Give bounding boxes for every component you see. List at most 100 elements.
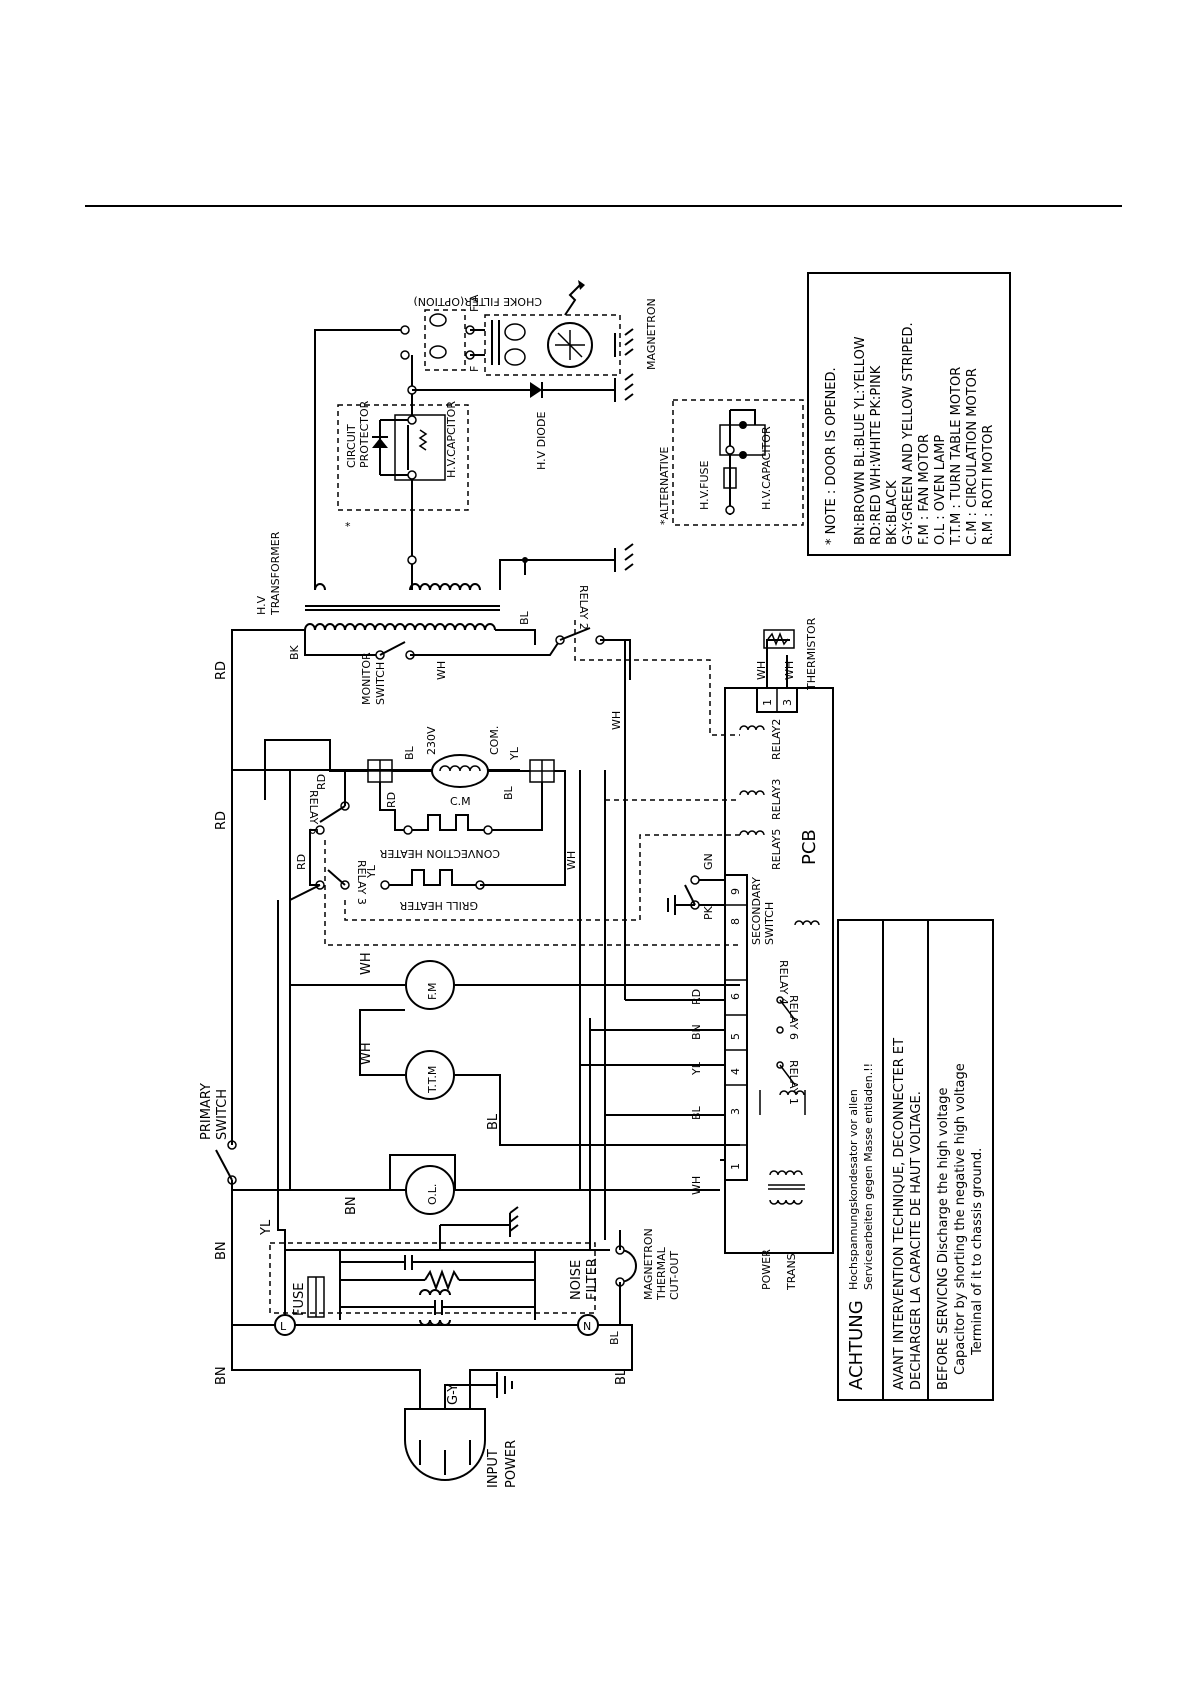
magnetron-box: [484, 314, 621, 376]
svg-text:MAGNETRON: MAGNETRON: [642, 1228, 655, 1300]
svg-text:WH: WH: [610, 711, 623, 730]
fan-motor: F.M: [405, 960, 455, 1010]
svg-text:9: 9: [729, 888, 742, 895]
monitor-switch: MONITOR SWITCH: [360, 641, 415, 705]
svg-text:BN: BN: [690, 1024, 703, 1040]
svg-text:BL: BL: [518, 610, 531, 625]
relay-coil-4: RELAY 4: [777, 920, 820, 1005]
input-power-label-2: POWER: [504, 1440, 519, 1488]
fuse-label: FUSE: [292, 1283, 307, 1316]
warning-english: BEFORE SERVICNG Discharge the high volta…: [936, 1063, 985, 1390]
wire-bl-input: BL: [614, 1368, 629, 1385]
svg-text:THERMISTOR: THERMISTOR: [805, 617, 818, 691]
svg-text:*: *: [345, 520, 351, 533]
svg-text:YL: YL: [690, 1061, 703, 1076]
svg-text:BN: BN: [214, 1241, 229, 1260]
svg-text:O.L : OVEN LAMP: O.L : OVEN LAMP: [933, 435, 948, 545]
magnetron-thermal-cutout: MAGNETRON THERMAL CUT-OUT: [615, 1228, 681, 1301]
svg-text:ACHTUNG: ACHTUNG: [846, 1300, 867, 1390]
warning-german: ACHTUNG Hochspannungskondesator vor alle…: [846, 1063, 875, 1390]
relay-1-contact: RELAY 1: [776, 1060, 800, 1105]
svg-text:F A: F A: [468, 294, 481, 312]
svg-text:H.V DIODE: H.V DIODE: [535, 412, 548, 470]
noise-filter-label-1: NOISE: [569, 1260, 584, 1300]
svg-text:MAGNETRON: MAGNETRON: [645, 298, 658, 370]
svg-text:WH: WH: [755, 661, 768, 680]
magnetron: MAGNETRON: [491, 280, 658, 370]
svg-text:BEFORE SERVICNG Discharge the: BEFORE SERVICNG Discharge the high volta…: [936, 1087, 951, 1390]
svg-text:RELAY2: RELAY2: [770, 719, 783, 760]
svg-text:G-Y:GREEN AND YELLOW STRIPED.: G-Y:GREEN AND YELLOW STRIPED.: [901, 322, 916, 545]
svg-text:1: 1: [729, 1163, 742, 1170]
svg-text:SWITCH: SWITCH: [763, 902, 776, 945]
svg-text:GN: GN: [702, 853, 715, 870]
svg-text:RELAY3: RELAY3: [770, 779, 783, 820]
alternative-box: [672, 399, 804, 526]
svg-text:RD: RD: [315, 774, 328, 790]
primary-switch: PRIMARY SWITCH: [199, 1083, 237, 1185]
warning-box: [837, 919, 994, 1401]
svg-text:F.M : FAN MOTOR: F.M : FAN MOTOR: [917, 434, 932, 545]
svg-text:RELAY 3: RELAY 3: [355, 860, 368, 905]
relay-5-contact: RELAY 5: [307, 790, 350, 835]
wire-bn-input: BN: [214, 1366, 229, 1385]
terminal-n-label: N: [583, 1320, 591, 1333]
svg-text:RD: RD: [385, 792, 398, 808]
svg-text:THERMAL: THERMAL: [655, 1246, 668, 1301]
svg-text:SWITCH: SWITCH: [215, 1089, 230, 1140]
svg-text:WH: WH: [690, 1176, 703, 1195]
ground-hv-transformer: [595, 543, 634, 572]
svg-text:C.M: C.M: [450, 795, 471, 808]
svg-text:H.V.FUSE: H.V.FUSE: [698, 460, 711, 510]
svg-text:RD: RD: [690, 989, 703, 1005]
note-door-opened: * NOTE : DOOR IS OPENED.: [824, 367, 839, 545]
svg-text:C.M : CIRCULATION MOTOR: C.M : CIRCULATION MOTOR: [965, 368, 980, 545]
input-power-label-1: INPUT: [486, 1449, 501, 1488]
svg-text:RD: RD: [214, 811, 229, 830]
thermistor: THERMISTOR: [763, 617, 818, 691]
svg-text:DECHARGER LA CAPACITE DE HAUT: DECHARGER LA CAPACITE DE HAUT VOLTAGE.: [909, 1091, 924, 1390]
turn-table-motor: T.T.M: [405, 1050, 455, 1100]
svg-text:TRANS: TRANS: [785, 1253, 798, 1291]
power-transformer: POWER TRANS: [760, 1170, 805, 1291]
svg-text:1: 1: [761, 699, 774, 706]
svg-text:CHOKE FILTER(OPTION): CHOKE FILTER(OPTION): [414, 295, 543, 308]
ground-hv-diode: [614, 373, 634, 402]
svg-text:CUT-OUT: CUT-OUT: [668, 1251, 681, 1300]
circuit-protector-box: [337, 404, 469, 511]
svg-text:BL: BL: [608, 1330, 621, 1345]
svg-text:YL: YL: [508, 746, 521, 761]
svg-text:PRIMARY: PRIMARY: [199, 1083, 214, 1140]
svg-text:CIRCUIT: CIRCUIT: [345, 424, 358, 468]
secondary-switch: GN PK SECONDARY SWITCH: [684, 853, 776, 945]
grill-heater: GRILL HEATER: [380, 869, 485, 912]
svg-text:O.L.: O.L.: [426, 1184, 439, 1205]
gy-label: G-Y: [446, 1384, 461, 1405]
svg-text:6: 6: [729, 993, 742, 1000]
convection-heater: CONVECTION HEATER: [379, 814, 500, 860]
svg-text:T.T.M: T.T.M: [426, 1066, 439, 1094]
svg-text:YL: YL: [365, 864, 378, 879]
terminal-l-label: L: [280, 1320, 287, 1333]
circulation-motor: C.M 230V COM.: [425, 726, 501, 808]
svg-text:WH: WH: [435, 661, 448, 680]
notes-box: [807, 272, 1011, 556]
svg-text:GRILL HEATER: GRILL HEATER: [399, 899, 478, 912]
svg-text:H.V.CAPCITOR: H.V.CAPCITOR: [445, 401, 458, 478]
svg-text:RELAY 6: RELAY 6: [787, 995, 800, 1040]
choke-filter-box: [424, 309, 466, 371]
svg-text:SECONDARY: SECONDARY: [750, 877, 763, 945]
input-power-plug: INPUT POWER: [404, 1408, 519, 1488]
svg-text:WH: WH: [359, 952, 374, 975]
svg-text:3: 3: [729, 1108, 742, 1115]
hv-diode: H.V DIODE: [412, 382, 615, 470]
svg-text:RELAY 5: RELAY 5: [307, 790, 320, 835]
svg-text:COM.: COM.: [488, 726, 501, 755]
hv-transformer: H.V TRANSFORMER: [255, 531, 500, 631]
svg-text:RELAY 2: RELAY 2: [577, 585, 590, 630]
svg-text:R.M : ROTI MOTOR: R.M : ROTI MOTOR: [981, 425, 996, 545]
relay-coil-5: RELAY5: [739, 829, 783, 870]
svg-text:H.V.CAPACITOR: H.V.CAPACITOR: [760, 426, 773, 510]
